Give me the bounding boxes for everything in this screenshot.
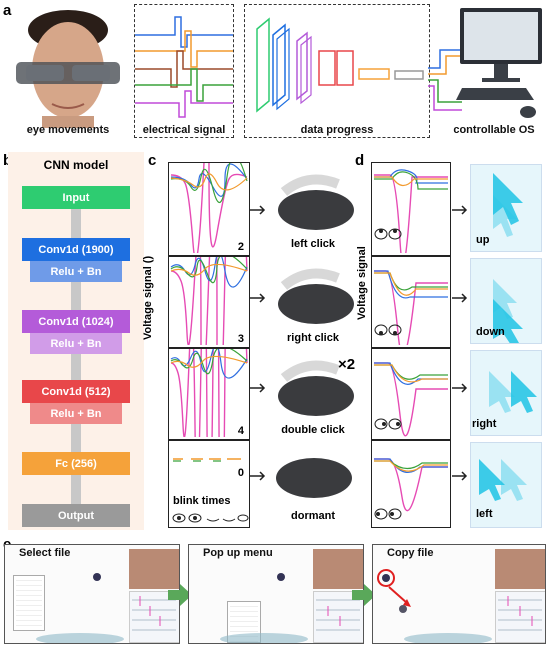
signal-preview [313, 591, 363, 643]
cnn-model-title: CNN model [43, 158, 109, 172]
arrows-d [452, 205, 468, 481]
caption-eye-movements: eye movements [26, 124, 110, 136]
screenshot-select-file: Select file [4, 544, 180, 644]
lotus-decoration [220, 633, 308, 643]
signal-box-left [371, 440, 451, 528]
blink-count-3: 3 [237, 333, 244, 345]
signal-box-3-blinks: 3 [168, 94, 250, 465]
panel-letter-d: d [355, 152, 365, 169]
mouse-double-click-image [268, 348, 360, 420]
layer-input: Input [22, 186, 130, 209]
webcam-face [129, 549, 179, 589]
layer-conv1d-512: Conv1d (512) [22, 380, 130, 403]
layer-output: Output [22, 504, 130, 527]
panel-letter-c: c [148, 152, 157, 169]
screenshot-pop-up-menu: Pop up menu [188, 544, 364, 644]
caption-electrical-signal: electrical signal [142, 124, 226, 136]
step-pop-up-menu: Pop up menu [203, 547, 273, 559]
lotus-decoration [404, 633, 492, 643]
mouse-right-click-image [268, 256, 360, 328]
signal-box-2-blinks: 2 [168, 121, 250, 260]
eyes-down-icon [374, 324, 402, 336]
step-arrow [352, 584, 376, 606]
action-dormant: dormant [291, 510, 335, 522]
direction-down: down [476, 326, 505, 338]
signal-box-up [371, 162, 451, 264]
signal-box-down [371, 256, 451, 356]
step-arrow [168, 584, 192, 606]
mouse-left-click-image [268, 162, 360, 234]
webcam-face [495, 549, 545, 589]
eyes-up-icon [374, 228, 402, 240]
layer-conv1d-1024: Conv1d (1024) [22, 310, 130, 333]
caption-controllable-os: controllable OS [453, 124, 535, 136]
caption-data-progress: data progress [300, 124, 374, 136]
cursor-up-box [470, 164, 542, 252]
voltage-ylabel-d: Voltage signal [356, 246, 368, 320]
connector-lines [428, 49, 462, 111]
flow-arrow [71, 282, 81, 312]
blink-times-label: blink times [173, 495, 231, 507]
file-icon [93, 573, 101, 581]
eyes-left-icon [374, 508, 402, 520]
layer-relu-bn-2: Relu + Bn [30, 333, 122, 354]
action-double-click: double click [281, 424, 345, 436]
signal-box-0-blinks: 0 blink times [168, 440, 250, 528]
mouse-dormant-image [268, 444, 360, 506]
voltage-ylabel-c: Voltage signal () [142, 255, 154, 340]
electrical-signal-box [134, 4, 234, 138]
computer-icon [456, 4, 546, 124]
cursor-left-box [470, 442, 542, 528]
layer-fc-256: Fc (256) [22, 452, 130, 475]
direction-left: left [476, 508, 493, 520]
flow-arrow [71, 208, 81, 238]
flow-arrow [71, 424, 81, 454]
direction-right: right [472, 418, 497, 430]
arrows-c [250, 205, 266, 481]
copied-file-icon [399, 605, 407, 613]
action-left-click: left click [290, 238, 336, 250]
flow-arrow [71, 352, 81, 382]
face-photo [12, 8, 124, 128]
blink-count-0: 0 [237, 467, 244, 479]
eyes-right-icon [374, 418, 402, 430]
signal-box-4-blinks: 4 [168, 124, 250, 619]
flow-arrow [71, 474, 81, 504]
file-icon [382, 574, 390, 582]
file-icon [277, 573, 285, 581]
layer-relu-bn-3: Relu + Bn [30, 403, 122, 424]
context-menu [13, 575, 45, 631]
panel-letter-b: b [3, 152, 12, 169]
data-progress-box [244, 4, 430, 138]
highlight-circle [377, 569, 395, 587]
blink-count-4: 4 [237, 425, 244, 437]
panel-letter-a: a [3, 2, 12, 19]
cursor-right-box [470, 350, 542, 436]
lotus-decoration [36, 633, 124, 643]
action-right-click: right click [287, 332, 339, 344]
step-copy-file: Copy file [387, 547, 434, 559]
eyes-icon [172, 513, 249, 523]
direction-up: up [476, 234, 490, 246]
step-select-file: Select file [19, 547, 71, 559]
blink-count-2: 2 [237, 241, 244, 253]
cursor-down-box [470, 258, 542, 345]
layer-conv1d-1900: Conv1d (1900) [22, 238, 130, 261]
screenshot-copy-file: Copy file [372, 544, 546, 644]
layer-relu-bn-1: Relu + Bn [30, 261, 122, 282]
signal-preview [495, 591, 545, 643]
times-two-mark: ×2 [338, 356, 356, 373]
webcam-face [313, 549, 363, 589]
